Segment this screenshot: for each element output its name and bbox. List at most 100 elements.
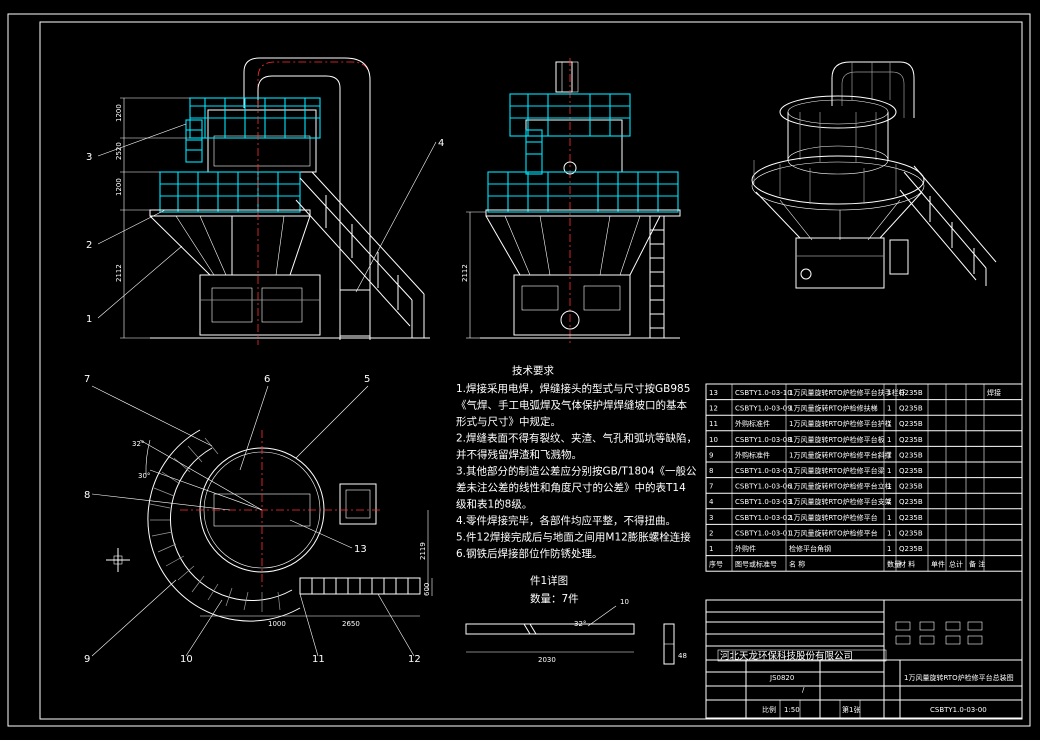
bom-cell: 1万风量旋转RTO炉检修扶梯 [789,404,878,413]
inner-border [39,21,1023,720]
notes-title: 技术要求 [512,364,554,377]
bom-cell: 检修平台角钢 [789,544,831,553]
iso-stair [899,165,997,286]
bom-header-cell: 材 料 [899,560,915,569]
bom-cell: Q235B [899,467,923,475]
note-line: 并不得残留焊渣和飞溅物。 [456,448,582,461]
plan-dim-1000: 1000 [268,620,286,628]
bom-cell: 1 [887,436,891,444]
bom-cell: Q235B [899,545,923,553]
bom-cell: 9 [709,451,713,459]
bom-cell: 1 [887,514,891,522]
bom-cell: 3 [709,514,713,522]
balloon-11: 11 [312,654,325,665]
plan-angle-1: 32° [132,440,144,448]
bom-cell: CSBTY1.0-03-10 [735,389,792,397]
note-line: 2.焊缝表面不得有裂纹、夹渣、气孔和弧坑等缺陷， [456,432,697,445]
bom-cell: 1万风量旋转RTO炉检修平台板 [789,435,885,444]
note-line: 6.钢铁后焊接部位作防锈处理。 [456,547,603,560]
outer-border [7,13,1031,727]
bom-cell: 13 [709,389,718,397]
detail-small: 10 [620,598,629,606]
bom-cell: 2 [709,529,713,537]
bom-header-cell: 单件 [931,560,945,569]
bom-cell: Q235B [899,436,923,444]
bom-cell: CSBTY1.0-03-03 [735,498,792,506]
bom-cell: 外购标准件 [735,419,770,428]
side-dim-1: 2112 [461,264,469,282]
bom-header-cell: 数量 [887,560,901,569]
bom-cell: CSBTY1.0-03-06 [735,483,792,491]
front-stair [295,171,425,338]
note-line: 差未注公差的线性和角度尺寸的公差》中的表T14 [456,481,686,494]
drawing-scale: 1:50 [784,706,800,714]
bom-header-cell: 图号或标准号 [735,560,777,569]
title-small-code: JS0820 [769,674,794,682]
bom-cell: 1万风量旋转RTO炉检修平台斜撑 [789,450,892,459]
note-line: 5.件12焊接完成后与地面之间用M12膨胀螺栓连接 [456,531,691,544]
bom-cell: Q235B [899,498,923,506]
duct-outline [243,57,371,340]
bom-cell: 1万风量旋转RTO炉检修平台护栏 [789,419,892,428]
bom-header-cell: 总计 [949,560,963,569]
duct-centerline [257,61,371,120]
plan-dim-2119: 2119 [419,542,427,560]
balloon-8: 8 [84,490,90,501]
note-line: 3.其他部分的制造公差应分别按GB/T1804《一般公 [456,465,697,478]
bom-cell: 10 [709,436,718,444]
company-name: 河北天龙环保科技股份有限公司 [720,650,853,662]
detail-title: 件1详图 [530,574,568,587]
bom-cell: 12 [709,405,718,413]
middle-railing [159,171,301,213]
bom-cell: CSBTY1.0-03-02 [735,514,792,522]
bom-header-cell: 备 注 [969,560,985,569]
bom-cell: 1 [887,467,891,475]
bom-cell: Q235B [899,529,923,537]
bom-cell: 1 [887,483,891,491]
balloon-9: 9 [84,654,90,665]
bom-cell: 1 [887,420,891,428]
bom-cell: 1万风量旋转RTO炉检修平台 [789,513,878,522]
part1-detail: 件1详图 数量：7件 32° 10 2030 48 [465,574,687,665]
bom-cell: 1万风量旋转RTO炉检修平台扶手栏杆 [789,388,906,397]
balloon-12: 12 [408,654,421,665]
drawing-number: CSBTY1.0-03-00 [930,706,987,714]
balloon-2: 2 [86,240,92,251]
balloon-6: 6 [264,374,270,385]
detail-qty: 数量：7件 [530,592,579,605]
plan-dim-2650: 2650 [342,620,360,628]
bom-cell: 7 [709,483,713,491]
bom-cell: CSBTY1.0-03-09 [735,405,792,413]
bom-cell: 外购件 [735,544,756,553]
side-elevation-view: 2112 [461,58,681,345]
balloon-7: 7 [84,374,90,385]
side-ladder [649,216,665,338]
side-middle-railing [487,171,679,213]
note-line: 4.零件焊接完毕，各部件均应平整，不得扭曲。 [456,514,676,527]
top-railing [185,97,321,163]
bom-cell: Q235B [899,420,923,428]
platform-outer-arc [147,429,301,622]
front-dim-1: 1200 [115,104,123,122]
bom-cell: 焊接 [987,388,1001,397]
bom-cell: 1 [709,545,713,553]
bom-cell: 1 [887,545,891,553]
bom-cell: 1 [887,451,891,459]
bom-cell: 1 [887,405,891,413]
balloon-4: 4 [438,138,444,149]
plan-angle-2: 30° [138,472,150,480]
balloon-3: 3 [86,152,92,163]
bom-cell: 1万风量旋转RTO炉检修平台梁 [789,466,885,475]
bom-cell: Q235B [899,389,923,397]
front-dim-3: 1200 [115,178,123,196]
bom-cell: 4 [709,498,714,506]
bom-cell: CSBTY1.0-03-01 [735,529,792,537]
bom-cell: CSBTY1.0-03-08 [735,436,792,444]
technical-requirements: 技术要求 1.焊接采用电焊，焊缝接头的型式与尺寸按GB985《气焊、手工电弧焊及… [456,364,697,560]
bom-cell: Q235B [899,451,923,459]
title-slash: / [802,686,805,694]
ratio-label: 比例 [762,705,776,714]
